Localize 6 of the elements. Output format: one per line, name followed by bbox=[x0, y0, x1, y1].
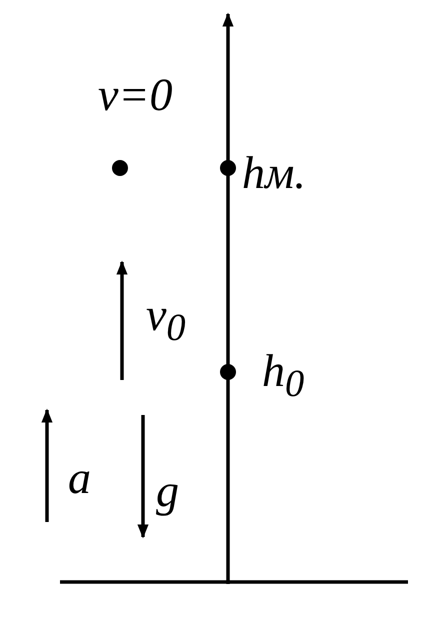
gravity-label: g bbox=[156, 468, 179, 514]
height-label: h$_{0}$ bbox=[262, 348, 304, 404]
velocity-label: v=0 bbox=[98, 72, 172, 118]
height-label: hм. bbox=[242, 150, 306, 196]
velocity-label: v$_{0}$ bbox=[146, 292, 186, 348]
acceleration-label: a bbox=[68, 455, 91, 501]
